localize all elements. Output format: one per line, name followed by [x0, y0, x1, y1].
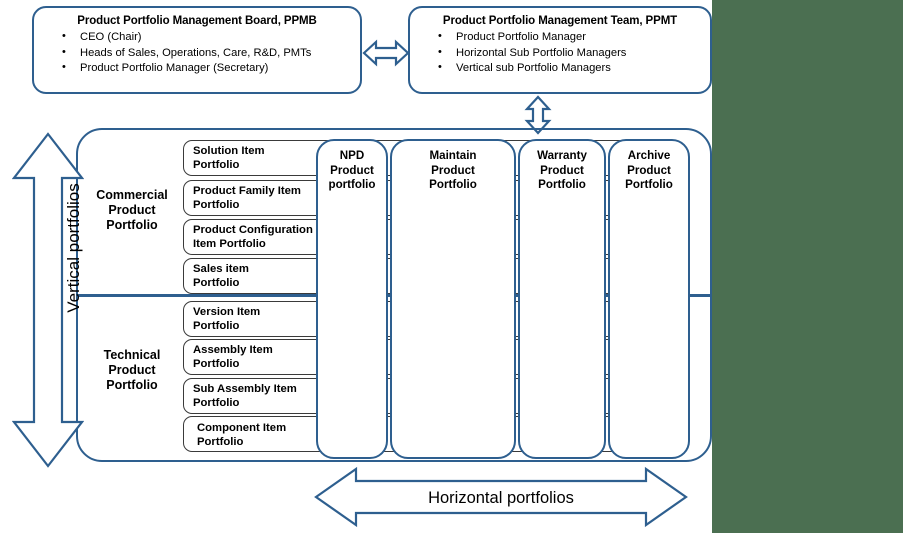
ppmb-title: Product Portfolio Management Board, PPMB	[77, 15, 317, 27]
ppmb-member-list: • CEO (Chair) • Heads of Sales, Operations…	[34, 30, 360, 77]
vertical-group-label-commercial: Commercial Product Portfolio	[84, 188, 180, 233]
ppmt-member-item: • Vertical sub Portfolio Managers	[410, 61, 710, 77]
item-pill-line: Portfolio	[193, 277, 240, 289]
bullet-glyph: •	[438, 61, 442, 73]
column-label-line: NPD	[339, 149, 365, 162]
item-pill-label: Component Item Portfolio	[197, 421, 332, 449]
column-label-line: Product	[330, 163, 374, 177]
column-label-line: Portfolio	[625, 178, 673, 191]
horizontal-column-label: Warranty Product Portfolio	[520, 149, 604, 193]
column-label-line: Product	[431, 163, 475, 177]
column-label-line: Product	[540, 163, 584, 177]
horizontal-column-label: Maintain Product Portfolio	[392, 149, 514, 193]
item-pill-label: Product Configuration Item Portfolio	[193, 223, 328, 251]
column-label-line: Product	[627, 163, 671, 177]
column-label-line: Archive	[627, 149, 671, 162]
item-pill-line: Portfolio	[193, 199, 240, 211]
horizontal-column-archive[interactable]: Archive Product Portfolio	[608, 139, 690, 459]
item-pill-label: Product Family Item Portfolio	[193, 184, 328, 212]
group-label-line: Product	[108, 203, 156, 217]
ppmb-member-item: • CEO (Chair)	[34, 30, 360, 46]
diagram-canvas: Product Portfolio Management Board, PPMB…	[0, 0, 712, 533]
item-pill-label: Solution Item Portfolio	[193, 144, 328, 172]
item-pill-line: Product Configuration	[193, 224, 313, 236]
item-pill-line: Assembly Item	[193, 344, 273, 356]
bullet-glyph: •	[438, 30, 442, 42]
item-pill-line: Version Item	[193, 306, 261, 318]
item-pill-line: Portfolio	[197, 436, 244, 448]
vertical-group-label-technical: Technical Product Portfolio	[84, 348, 180, 393]
group-label-line: Portfolio	[106, 218, 158, 232]
group-label-line: Technical	[103, 348, 161, 362]
ppmb-member-label: Heads of Sales, Operations, Care, R&D, P…	[80, 46, 312, 59]
bullet-glyph: •	[438, 45, 442, 58]
column-label-line: Portfolio	[538, 178, 586, 191]
ppmt-member-list: • Product Portfolio Manager • Horizontal S…	[410, 30, 710, 77]
double-headed-vertical-arrow-icon	[524, 95, 552, 135]
item-pill-line: Portfolio	[193, 397, 240, 409]
group-label-line: Portfolio	[106, 378, 158, 392]
vertical-portfolios-arrow-icon	[12, 132, 84, 468]
item-pill-label: Sales item Portfolio	[193, 262, 328, 290]
horizontal-column-warranty[interactable]: Warranty Product Portfolio	[518, 139, 606, 459]
ppmb-member-label: CEO (Chair)	[80, 31, 142, 43]
horizontal-column-label: Archive Product Portfolio	[610, 149, 688, 193]
item-pill-label: Version Item Portfolio	[193, 305, 328, 333]
ppmt-title: Product Portfolio Management Team, PPMT	[442, 15, 678, 27]
vertical-portfolios-label: Vertical portfolios	[64, 183, 83, 313]
bullet-glyph: •	[62, 45, 66, 58]
horizontal-column-maintain[interactable]: Maintain Product Portfolio	[390, 139, 516, 459]
horizontal-column-label: NPD Product portfolio	[318, 149, 386, 193]
ppmb-box[interactable]: Product Portfolio Management Board, PPMB…	[32, 6, 362, 94]
group-label-line: Commercial	[96, 188, 168, 202]
ppmb-member-item: • Product Portfolio Manager (Secretary)	[34, 61, 360, 77]
ppmt-member-label: Vertical sub Portfolio Managers	[456, 62, 611, 74]
bullet-glyph: •	[62, 30, 66, 42]
ppmb-member-label: Product Portfolio Manager (Secretary)	[80, 62, 269, 74]
ppmb-member-item: • Heads of Sales, Operations, Care, R&D, …	[34, 46, 360, 62]
item-pill-line: Portfolio	[193, 320, 240, 332]
item-pill-line: Product Family Item	[193, 185, 301, 197]
column-label-line: portfolio	[328, 178, 376, 191]
ppmt-member-label: Horizontal Sub Portfolio Managers	[456, 46, 627, 59]
ppmt-box[interactable]: Product Portfolio Management Team, PPMT …	[408, 6, 712, 94]
item-pill-line: Solution Item	[193, 145, 265, 157]
item-pill-line: Portfolio	[193, 358, 240, 370]
ppmt-member-label: Product Portfolio Manager	[456, 31, 586, 43]
item-pill-line: Item Portfolio	[193, 238, 266, 250]
item-pill-label: Assembly Item Portfolio	[193, 343, 328, 371]
item-pill-line: Portfolio	[193, 159, 240, 171]
item-pill-line: Component Item	[197, 422, 287, 434]
column-label-line: Warranty	[537, 149, 587, 162]
item-pill-line: Sales item	[193, 263, 249, 275]
item-pill-line: Sub Assembly Item	[193, 383, 297, 395]
horizontal-column-npd[interactable]: NPD Product portfolio	[316, 139, 388, 459]
column-label-line: Maintain	[429, 149, 477, 162]
ppmt-member-item: • Product Portfolio Manager	[410, 30, 710, 46]
column-label-line: Portfolio	[429, 178, 477, 191]
horizontal-portfolios-label: Horizontal portfolios	[428, 489, 574, 507]
item-pill-label: Sub Assembly Item Portfolio	[193, 382, 328, 410]
double-headed-horizontal-arrow-icon	[362, 39, 410, 67]
horizontal-portfolios-arrow-icon	[314, 466, 688, 528]
bullet-glyph: •	[62, 61, 66, 73]
group-label-line: Product	[108, 363, 156, 377]
ppmt-member-item: • Horizontal Sub Portfolio Managers	[410, 46, 710, 62]
